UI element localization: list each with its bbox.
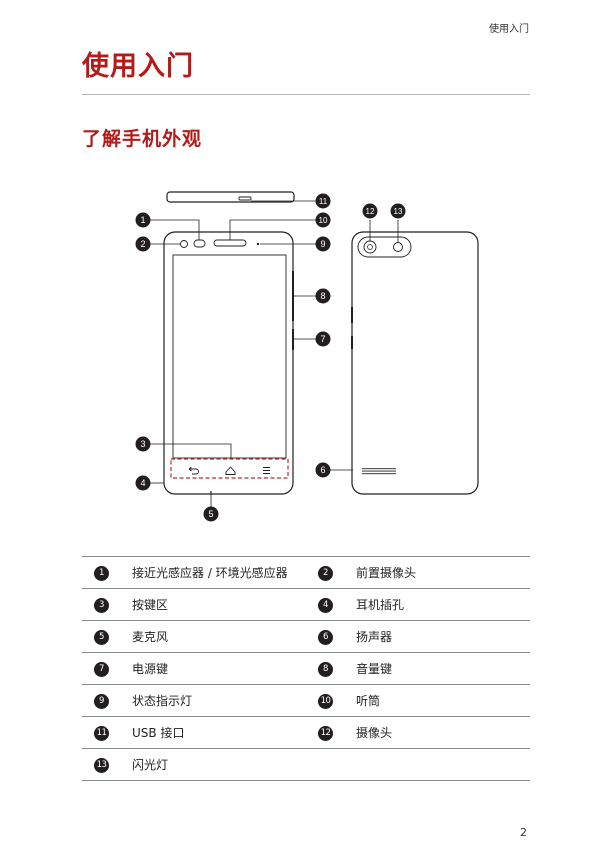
callout-label: 9: [320, 239, 325, 249]
callout-label: 11: [319, 197, 328, 206]
callout-7: 7: [315, 331, 331, 347]
legend-row: 13 闪光灯: [82, 748, 530, 781]
callout-6: 6: [315, 462, 331, 478]
legend-label: 麦克风: [132, 620, 306, 653]
menu-key-icon: [263, 467, 270, 474]
legend-label: 电源键: [132, 652, 306, 685]
legend-number: 12: [318, 726, 333, 741]
callout-label: 3: [140, 439, 145, 449]
component-legend-table: 1 接近光感应器 / 环境光感应器 2 前置摄像头 3 按键区 4 耳机插孔 5…: [82, 556, 530, 781]
callout-label: 12: [366, 207, 375, 216]
callout-label: 1: [140, 215, 145, 225]
legend-label: 听筒: [356, 684, 530, 717]
legend-row: 7 电源键 8 音量键: [82, 652, 530, 685]
phone-top-view: [166, 191, 295, 203]
legend-row: 5 麦克风 6 扬声器: [82, 620, 530, 653]
legend-label: 前置摄像头: [356, 556, 530, 589]
callout-label: 4: [140, 478, 145, 488]
callout-11: 11: [315, 193, 331, 209]
callout-5: 5: [203, 506, 219, 522]
callout-10: 10: [315, 212, 331, 228]
callout-13: 13: [390, 203, 406, 219]
legend-label: 状态指示灯: [132, 684, 306, 717]
callout-3: 3: [135, 436, 151, 452]
legend-row: 11 USB 接口 12 摄像头: [82, 716, 530, 749]
callout-label: 13: [394, 207, 403, 216]
speaker-grille: [362, 468, 396, 475]
callout-label: 7: [320, 334, 325, 344]
home-key-icon: [225, 466, 236, 475]
callout-label: 2: [140, 239, 145, 249]
legend-label: USB 接口: [132, 716, 306, 749]
callout-12: 12: [362, 203, 378, 219]
callout-label: 10: [319, 216, 328, 225]
title-divider: [82, 94, 530, 95]
legend-number: 10: [318, 694, 333, 709]
legend-row: 1 接近光感应器 / 环境光感应器 2 前置摄像头: [82, 556, 530, 589]
legend-label: 耳机插孔: [356, 588, 530, 621]
legend-number: 4: [318, 598, 333, 613]
legend-label: 按键区: [132, 588, 306, 621]
legend-number: 9: [94, 694, 109, 709]
callout-label: 8: [320, 291, 325, 301]
legend-number: 1: [94, 566, 109, 581]
legend-label: 摄像头: [356, 716, 530, 749]
callout-label: 6: [320, 465, 325, 475]
legend-number: 7: [94, 662, 109, 677]
phone-front-view: [163, 231, 294, 495]
legend-number: 6: [318, 630, 333, 645]
legend-label: 接近光感应器 / 环境光感应器: [132, 556, 306, 589]
legend-number: 2: [318, 566, 333, 581]
legend-number: 13: [94, 758, 109, 773]
running-head: 使用入门: [489, 24, 529, 35]
callout-8: 8: [315, 288, 331, 304]
page-number: 2: [520, 826, 527, 839]
callout-4: 4: [135, 475, 151, 491]
legend-number: 8: [318, 662, 333, 677]
legend-row: 3 按键区 4 耳机插孔: [82, 588, 530, 621]
legend-label: 闪光灯: [132, 748, 306, 781]
callout-1: 1: [135, 212, 151, 228]
phone-appearance-diagram: 1 2 3 4 5 6 7 8 9 10 11 12 13: [135, 191, 479, 522]
leader-lines: [150, 200, 399, 507]
legend-number: 3: [94, 598, 109, 613]
back-key-icon: [188, 466, 199, 475]
section-title: 了解手机外观: [82, 128, 203, 150]
legend-number: 11: [94, 726, 109, 741]
page-title: 使用入门: [82, 51, 194, 82]
key-area-outline: [170, 458, 289, 479]
legend-row: 9 状态指示灯 10 听筒: [82, 684, 530, 717]
callout-9: 9: [315, 236, 331, 252]
callout-label: 5: [208, 509, 213, 519]
legend-label: 音量键: [356, 652, 530, 685]
callout-2: 2: [135, 236, 151, 252]
phone-back-view: [351, 231, 479, 495]
legend-label: 扬声器: [356, 620, 530, 653]
legend-number: 5: [94, 630, 109, 645]
